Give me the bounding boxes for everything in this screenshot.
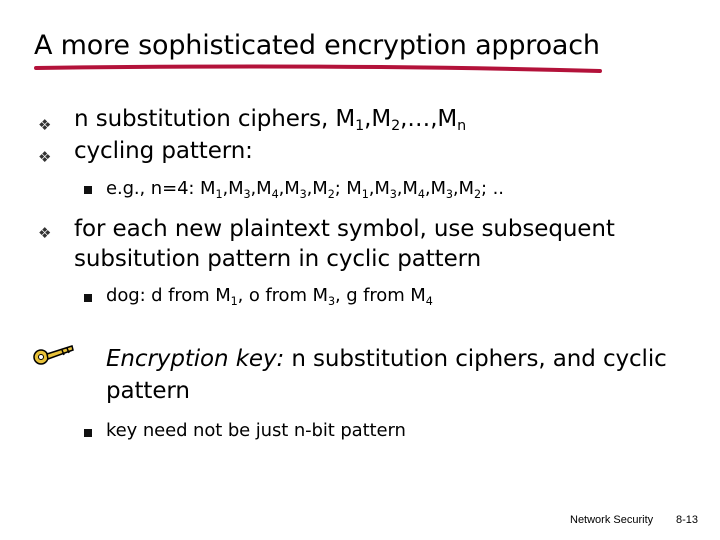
bullet-diamond-icon: ❖	[38, 224, 52, 242]
encryption-key-label: Encryption key:	[106, 346, 285, 372]
encryption-key-line2: pattern	[106, 378, 190, 404]
footer-slide-number: 8-13	[676, 514, 699, 526]
key-icon	[33, 345, 74, 365]
sub-bullet-key-not-n-bit: key need not be just n-bit pattern	[106, 420, 406, 441]
sub-bullet-square-icon	[84, 429, 92, 437]
bullet-n-substitution-ciphers: n substitution ciphers, M1,M2,…,Mn	[74, 106, 467, 134]
bullet-each-new-symbol: for each new plaintext symbol, use subse…	[74, 216, 615, 272]
bullet-diamond-icon: ❖	[38, 116, 52, 134]
footer-section-title: Network Security	[570, 514, 654, 526]
sub-bullet-example-pattern: e.g., n=4: M1,M3,M4,M3,M2; M1,M3,M4,M3,M…	[106, 178, 504, 201]
sub-bullet-square-icon	[84, 294, 92, 302]
sub-bullet-dog-example: dog: d from M1, o from M3, g from M4	[106, 285, 433, 308]
sub-bullet-square-icon	[84, 186, 92, 194]
bullet-cycling-pattern: cycling pattern:	[74, 138, 253, 164]
encryption-key-line1: Encryption key: n substitution ciphers, …	[106, 346, 667, 372]
slide-title: A more sophisticated encryption approach	[34, 30, 600, 61]
bullet-diamond-icon: ❖	[38, 148, 52, 166]
title-underline	[34, 64, 602, 73]
